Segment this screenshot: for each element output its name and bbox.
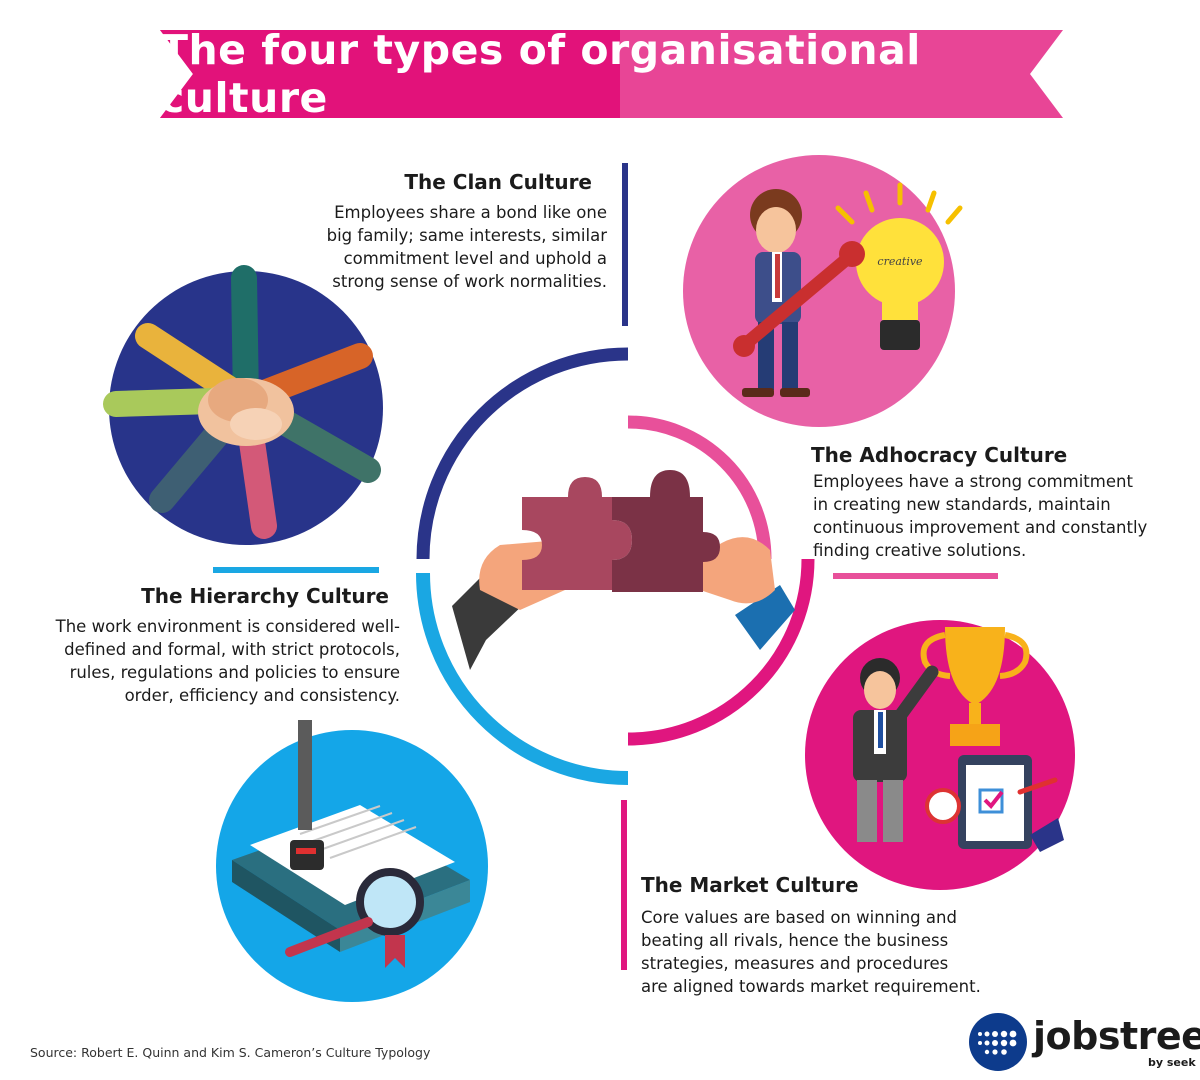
- hierarchy-culture-title: The Hierarchy Culture: [141, 584, 389, 608]
- market-body-line: strategies, measures and procedures: [641, 954, 949, 973]
- jobstreet-logo-tagline: by seek: [1148, 1056, 1196, 1069]
- hierarchy-body-line: rules, regulations and policies to ensur…: [69, 663, 400, 682]
- adhocracy-divider: [833, 573, 998, 579]
- clan-body-line: big family; same interests, similar: [326, 226, 607, 245]
- market-illustration: [805, 620, 1075, 890]
- clan-hands-illustration: [103, 265, 383, 545]
- market-culture-body: Core values are based on winning and bea…: [641, 906, 981, 998]
- adhocracy-illustration: creative: [683, 155, 963, 427]
- hierarchy-divider: [213, 567, 379, 573]
- adhocracy-culture-body: Employees have a strong commitment in cr…: [813, 470, 1147, 562]
- clan-body-line: commitment level and uphold a: [343, 249, 607, 268]
- source-citation: Source: Robert E. Quinn and Kim S. Camer…: [30, 1045, 431, 1060]
- market-culture-title: The Market Culture: [641, 873, 859, 897]
- adhocracy-body-line: finding creative solutions.: [813, 541, 1027, 560]
- clan-culture-title: The Clan Culture: [404, 170, 592, 194]
- clan-body-line: strong sense of work normalities.: [332, 272, 607, 291]
- clan-divider: [622, 163, 628, 326]
- market-body-line: beating all rivals, hence the business: [641, 931, 949, 950]
- puzzle-hands-illustration: [452, 470, 795, 670]
- hierarchy-body-line: The work environment is considered well-: [55, 617, 400, 636]
- page-title: The four types of organisational culture: [160, 26, 921, 122]
- adhocracy-body-line: in creating new standards, maintain: [813, 495, 1111, 514]
- bulb-label: creative: [877, 255, 923, 268]
- adhocracy-body-line: continuous improvement and constantly: [813, 518, 1148, 537]
- title-banner: [160, 30, 1063, 118]
- jobstreet-logo-icon: [969, 1013, 1027, 1071]
- adhocracy-body-line: Employees have a strong commitment: [813, 472, 1133, 491]
- hierarchy-illustration: [216, 720, 488, 1002]
- clan-body-line: Employees share a bond like one: [334, 203, 607, 222]
- central-ring: [416, 347, 815, 785]
- jobstreet-logo-wordmark: jobstreet: [1033, 1014, 1200, 1058]
- adhocracy-culture-title: The Adhocracy Culture: [811, 443, 1068, 467]
- hierarchy-culture-body: The work environment is considered well-…: [56, 615, 400, 707]
- market-body-line: are aligned towards market requirement.: [641, 977, 981, 996]
- market-divider: [621, 800, 627, 970]
- market-body-line: Core values are based on winning and: [641, 908, 957, 927]
- hierarchy-body-line: order, efficiency and consistency.: [124, 686, 400, 705]
- hierarchy-body-line: defined and formal, with strict protocol…: [64, 640, 400, 659]
- clan-culture-body: Employees share a bond like one big fami…: [327, 201, 607, 293]
